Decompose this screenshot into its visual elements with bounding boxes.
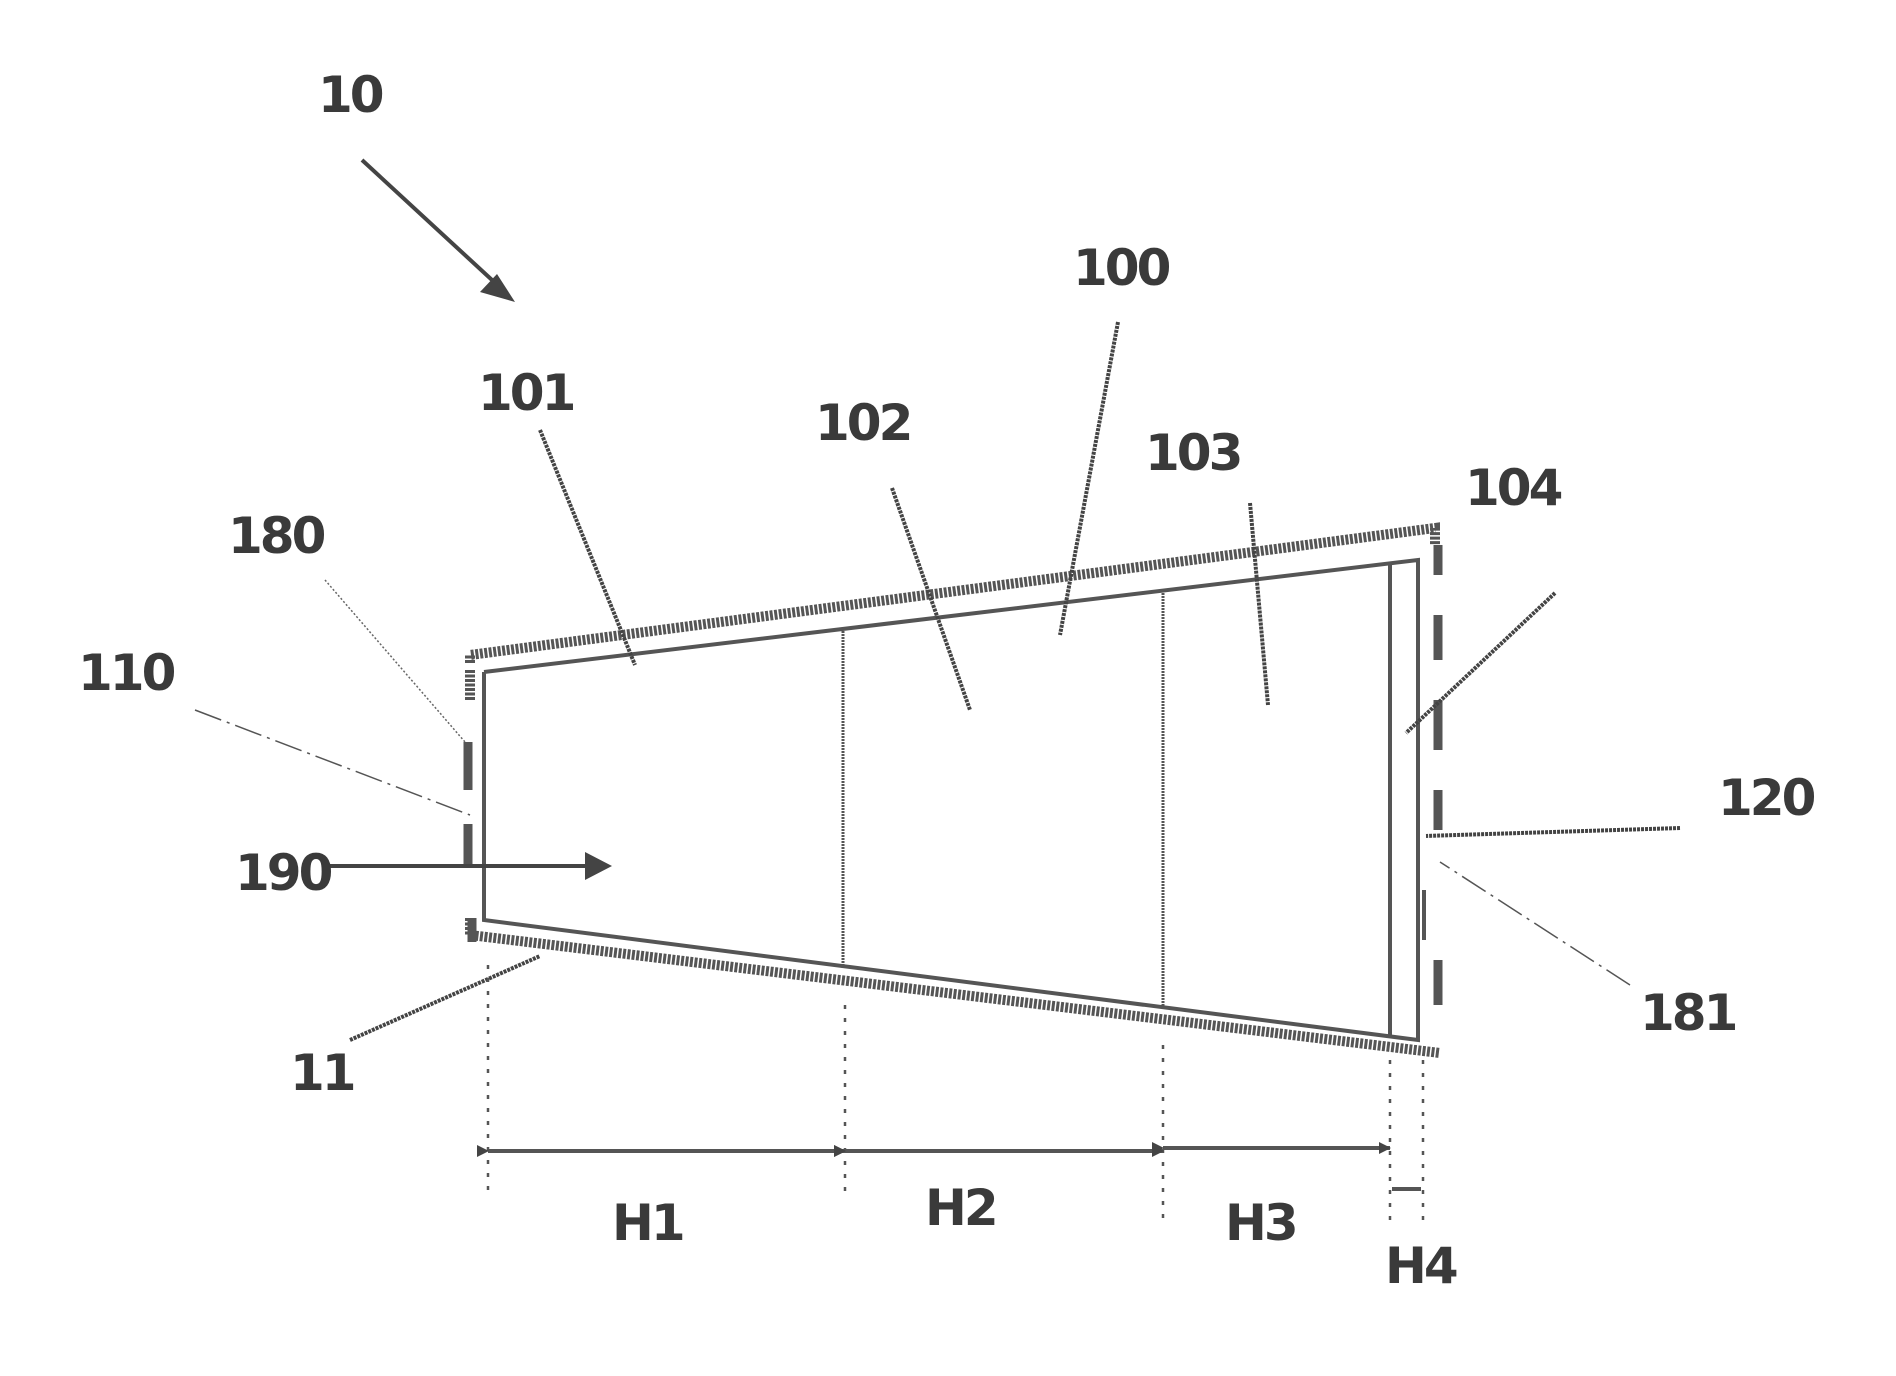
dim-label-h2: H2 [925,1179,996,1237]
reference-arrow-10 [362,160,515,302]
zone-partitions [843,590,1163,1010]
label-101: 101 [478,364,574,422]
arrowhead-icon [585,852,612,880]
dim-label-h1: H1 [612,1194,683,1252]
dim-label-h4: H4 [1385,1237,1457,1295]
outlet-181 [1424,545,1438,1005]
leader-110 [195,710,470,815]
label-103: 103 [1145,424,1240,482]
outer-housing [470,528,1440,1053]
leader-181 [1440,862,1630,985]
dimension-labels: H1 H2 H3 H4 [612,1179,1457,1295]
label-102: 102 [815,394,910,452]
label-190: 190 [235,844,332,902]
leader-102 [892,488,970,710]
label-110: 110 [78,644,175,702]
leader-103 [1250,503,1268,705]
leader-lines [195,322,1680,1040]
label-104: 104 [1465,459,1562,517]
arrowhead-icon [480,274,515,302]
leader-11 [350,956,540,1040]
label-11: 11 [290,1044,354,1102]
label-120: 120 [1718,769,1815,827]
leader-180 [325,580,465,742]
leader-100 [1060,322,1118,635]
label-10: 10 [318,66,383,124]
leader-101 [540,430,635,665]
label-100: 100 [1073,239,1170,297]
top-outer-wall [470,528,1435,663]
leader-120 [1426,828,1680,836]
label-181: 181 [1640,984,1736,1042]
leader-104 [1406,593,1555,733]
reference-labels: 10 100 101 102 103 104 180 110 120 190 1… [78,66,1815,1102]
inlet-180 [468,742,472,942]
label-180: 180 [228,507,325,565]
dim-label-h3: H3 [1225,1194,1296,1252]
